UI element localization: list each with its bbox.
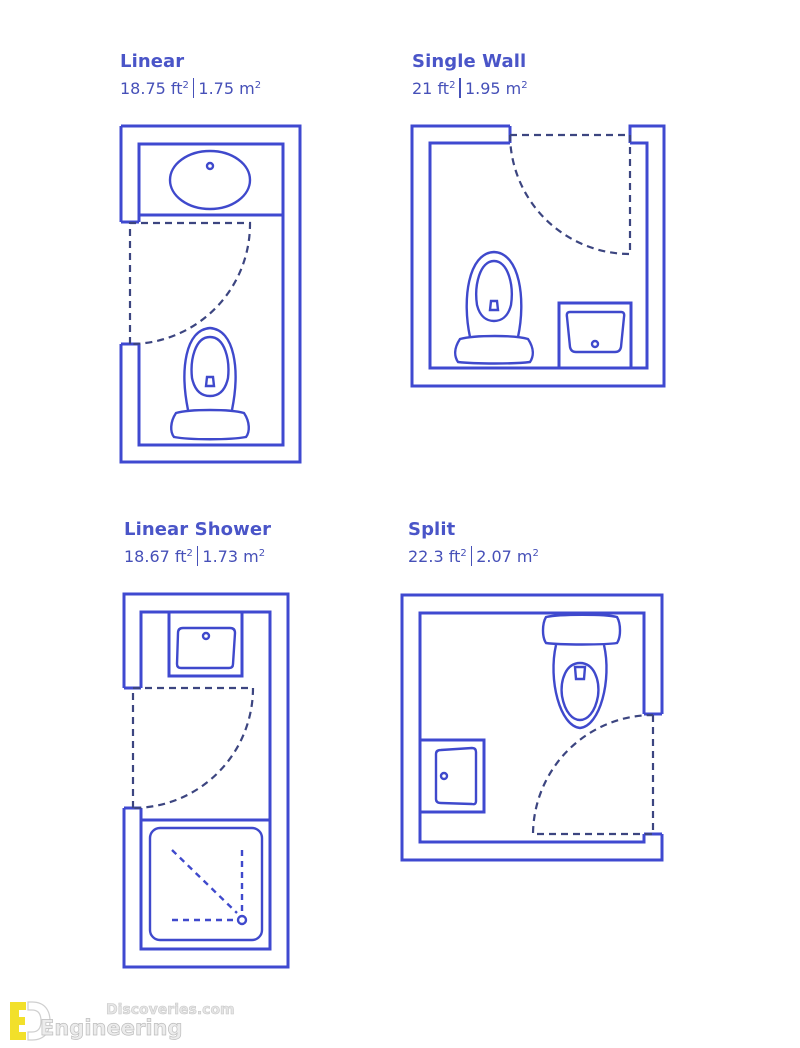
plan-split xyxy=(400,593,664,862)
faucet-icon xyxy=(205,161,215,171)
inner-wall xyxy=(137,142,285,447)
toilet-icon xyxy=(170,326,250,441)
drain-icon xyxy=(590,339,600,349)
area-m: 1.95 m xyxy=(464,79,522,98)
toilet-icon xyxy=(454,250,534,365)
sink-basin-icon xyxy=(175,626,237,670)
watermark-line1: Discoveries.com xyxy=(106,1002,235,1019)
vanity-cabinet xyxy=(418,738,486,814)
outer-wall xyxy=(410,124,666,388)
area-m: 1.75 m xyxy=(198,79,255,98)
vanity-cabinet xyxy=(167,610,244,678)
area-m: 2.07 m xyxy=(476,547,533,566)
divider xyxy=(196,546,199,566)
area-m: 1.73 m xyxy=(202,547,259,566)
faucet-icon xyxy=(201,631,211,641)
divider xyxy=(459,78,461,98)
watermark-line2: Engineering xyxy=(40,1016,183,1041)
sink-basin-icon xyxy=(168,149,252,211)
outer-wall xyxy=(119,124,302,464)
outer-wall xyxy=(400,593,664,862)
area-ft: 18.67 ft xyxy=(124,547,187,566)
sink-basin-icon xyxy=(565,310,626,354)
inner-wall xyxy=(418,611,646,844)
door-swing-icon xyxy=(508,133,632,256)
inner-wall xyxy=(428,141,649,370)
outer-wall xyxy=(122,592,290,969)
door-swing-icon xyxy=(131,686,255,810)
area-ft: 18.75 ft xyxy=(120,79,183,98)
vanity-cabinet xyxy=(557,301,633,370)
plan-title-split: Split xyxy=(408,519,456,540)
plan-title-single-wall: Single Wall xyxy=(412,51,527,72)
door-swing-icon xyxy=(128,221,252,346)
plan-title-linear: Linear xyxy=(120,51,185,72)
plan-title-linear-shower: Linear Shower xyxy=(124,519,272,540)
shower-drain-icon xyxy=(236,914,248,926)
plan-linear-shower xyxy=(122,592,290,969)
sink-basin-icon xyxy=(434,746,478,806)
inner-wall xyxy=(139,610,272,951)
area-ft: 22.3 ft xyxy=(408,547,461,566)
divider xyxy=(470,546,473,566)
shower-tray xyxy=(148,826,264,942)
watermark-logo: Discoveries.com Engineering xyxy=(6,998,235,1044)
toilet-icon xyxy=(541,613,622,730)
logo-ed-icon xyxy=(10,1001,51,1041)
faucet-icon xyxy=(439,771,449,781)
door-swing-icon xyxy=(531,713,655,836)
divider xyxy=(192,78,195,98)
shower-slope-line xyxy=(171,849,238,914)
plan-single-wall xyxy=(410,124,666,388)
area-ft: 21 ft xyxy=(412,79,450,98)
plan-linear xyxy=(119,124,302,464)
